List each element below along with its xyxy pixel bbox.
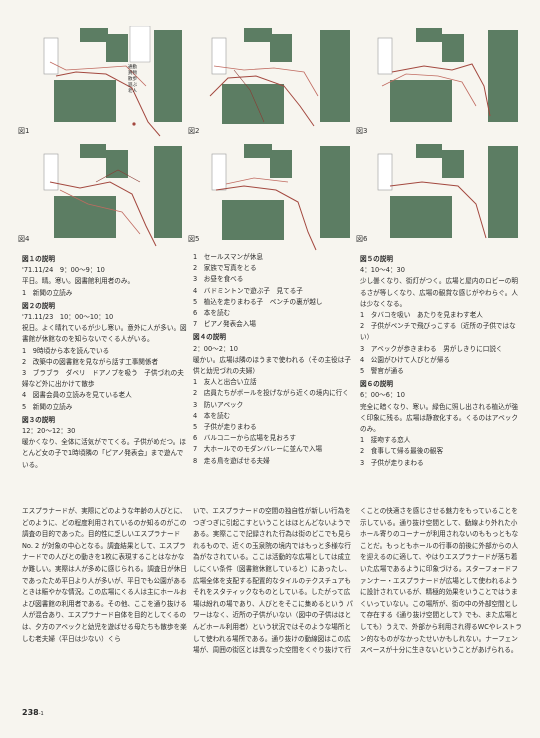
figure-4 (36, 142, 184, 254)
caption-text: 少し曇くなり、街灯がつく。広場と屋内のロビーの明るさが等しくなり、広場の観賞な感… (360, 277, 518, 308)
caption-column-3: 図５の説明 4：10～4：30 少し曇くなり、街灯がつく。広場と屋内のロビーの明… (360, 252, 522, 469)
figure-legend: 通勤 買物 散歩 遊ぶ 老人 (128, 65, 137, 95)
caption-item: 2 子供がベンチで飛びっこする（近所の子供ではない） (360, 322, 516, 342)
caption-text: 完全に暗くなり、寒い。緑色に照し出される植込が強く印象に残る。広場は静寂化する。… (360, 402, 518, 434)
legend-item: 買物 (128, 71, 137, 76)
figure-row-2: 図4 図5 図6 (0, 142, 540, 254)
caption-heading: 図５の説明 (360, 255, 393, 263)
body-column-3: くことの快適さを感じさせる魅力をもっていることを示している。通り抜け空間として、… (360, 507, 522, 655)
caption-item: 4 本を読む (193, 411, 231, 420)
figure-6 (372, 142, 520, 254)
floor-plan-2 (209, 28, 350, 127)
caption-item: 1 タバコを吸い あたりを見まわす老人 (360, 311, 483, 320)
floor-plan-6 (377, 144, 518, 239)
page-number-suffix: -1 (38, 711, 44, 717)
caption-item: 5 子供が走りまわる (193, 423, 257, 432)
caption-meta: '71.11/23 10：00～10：10 (22, 313, 114, 322)
figure-5 (204, 142, 352, 254)
figure-label-4: 図4 (18, 235, 30, 243)
caption-meta: 12：20～12：30 (22, 427, 76, 436)
caption-item: 1 9時頃から本を読んでいる (22, 346, 110, 355)
caption-item: 5 警官が通る (360, 367, 404, 376)
caption-meta: 2：00～2：10 (193, 344, 238, 353)
caption-heading: 図３の説明 (22, 415, 55, 424)
caption-item: 6 本を読む (193, 309, 231, 318)
caption-column-1: 図１の説明 '71.11/24 9：00～9：10 平日。晴。寒い。図書館利用者… (22, 252, 187, 471)
caption-item: 2 改築中の図書館を見ながら話す工事関係者 (22, 357, 159, 366)
body-column-1: エスプラナードが、実際にどのような年齢の人びとに、どのように、どの程度利用されて… (22, 507, 187, 643)
caption-item: 1 接吻する恋人 (360, 436, 411, 445)
caption-meta: 6：00～6：10 (360, 391, 405, 400)
caption-meta: '71.11/24 9：00～9：10 (22, 266, 105, 275)
caption-text: 暖かくなり、全体に活気がでてくる。子供がめだつ。ほとんど女の子で1時頃隣の「ピア… (22, 438, 186, 469)
caption-item: 3 防いアベック (193, 400, 244, 409)
caption-item: 3 ブラブラ ダベリ ドアノブを吸う 子供づれの夫婦など外に出かけて散歩 (22, 369, 184, 389)
caption-item: 6 バルコニーから広場を見おろす (193, 434, 296, 443)
caption-column-2: 1 セールスマンが休息 2 家族で写真をとる 3 お昼を食べる 4 バドミントン… (193, 252, 353, 467)
caption-item: 4 図書会員の立読みを見ている老人 (22, 391, 132, 400)
legend-item: 遊ぶ (128, 83, 137, 88)
floor-plan-3 (377, 28, 518, 122)
legend-item: 通勤 (128, 65, 137, 70)
caption-item: 5 植込を走りまわる子 ベンチの裏が越し (193, 297, 323, 306)
caption-heading: 図６の説明 (360, 380, 393, 389)
caption-item: 2 食事して帰る最後の観客 (360, 447, 444, 456)
caption-item: 7 ピアノ発表会入場 (193, 320, 256, 329)
caption-text: 暖かい。広場は隣のほうまで使われる（その主役は子供と幼児づれの夫婦） (193, 355, 351, 376)
caption-item: 4 公園がひけて人びとが帰る (360, 355, 450, 364)
figure-row-1: 図1 通勤 買物 散歩 遊ぶ 老人 図2 (0, 26, 540, 138)
caption-item: 1 セールスマンが休息 (193, 253, 263, 261)
caption-item: 7 大ホールでのモダンバレーに並んで入場 (193, 445, 323, 454)
legend-item: 散歩 (128, 77, 137, 82)
floor-plan-4 (43, 144, 182, 247)
caption-meta: 4：10～4：30 (360, 266, 405, 275)
figure-label-1: 図1 (18, 127, 30, 135)
caption-text: 平日。晴。寒い。図書館利用者のみ。 (22, 277, 135, 286)
figure-label-5: 図5 (188, 235, 200, 243)
caption-item: 3 アベックが歩きまわる 男がしきりに口説く (360, 344, 503, 353)
caption-item: 4 バドミントンで遊ぶ子 見てる子 (193, 286, 303, 295)
caption-item: 5 新聞の立読み (22, 402, 73, 411)
caption-text: 祝日。よく晴れているが少し寒い。意外に人が多い。図書館が休館なのを知らないでくる… (22, 324, 187, 344)
floor-plan-5 (211, 144, 350, 251)
floor-plan-1 (43, 26, 182, 137)
page-number-value: 238 (22, 708, 39, 717)
caption-heading: 図１の説明 (22, 255, 55, 263)
caption-item: 3 子供が走りまわる (360, 458, 424, 467)
caption-heading: 図２の説明 (22, 301, 55, 310)
caption-item: 8 走る鳥を遊ばせる夫婦 (193, 456, 270, 465)
caption-heading: 図４の説明 (193, 333, 226, 342)
figure-3 (372, 26, 520, 138)
figure-2 (204, 26, 352, 138)
legend-item: 老人 (128, 89, 137, 94)
figure-1 (36, 26, 184, 138)
body-column-2: いで、エスプラナードの空間の独自性が新しい行為をつぎつぎに引起こすということはほ… (193, 507, 354, 655)
caption-item: 1 新聞の立読み (22, 288, 73, 297)
caption-item: 3 お昼を食べる (193, 275, 244, 284)
figure-label-6: 図6 (356, 235, 368, 243)
figure-label-3: 図3 (356, 127, 368, 135)
page-number: 238-1 (22, 708, 44, 717)
figure-label-2: 図2 (188, 127, 200, 135)
caption-item: 2 店員たちがボールを投げながら近くの境内に行く (193, 389, 349, 398)
caption-item: 2 家族で写真をとる (193, 264, 257, 273)
caption-item: 1 友人と出合い立話 (193, 378, 257, 387)
